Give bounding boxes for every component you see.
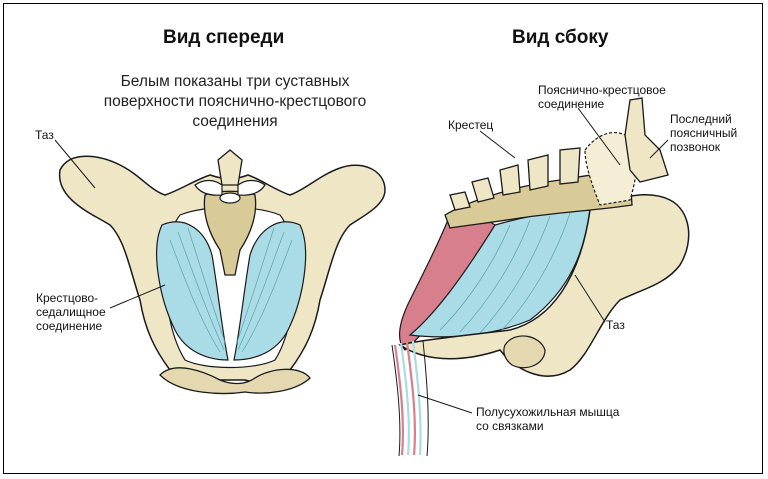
side-view-title: Вид сбоку xyxy=(512,27,609,48)
front-ischium xyxy=(159,367,311,395)
caption: Белым показаны три суставных поверхности… xyxy=(103,73,367,130)
front-vertebra xyxy=(217,149,243,186)
front-articular-surface-left xyxy=(194,179,223,196)
label-semitendinosus: Полусухожильная мышца со связками xyxy=(476,405,620,433)
front-left-ligament xyxy=(156,221,229,361)
front-sacrum xyxy=(203,190,257,276)
label-sacrum: Крестец xyxy=(448,118,494,132)
label-last-lumbar-vertebra: Последний поясничный позвонок xyxy=(670,112,738,154)
side-pelvis-bone xyxy=(398,194,690,377)
front-articular-surface-right xyxy=(237,179,266,196)
side-ischium xyxy=(503,335,546,369)
front-view-pelvis xyxy=(59,149,386,395)
side-view-pelvis xyxy=(391,97,690,457)
front-articular-surface-center xyxy=(219,192,241,204)
label-pelvis-front: Таз xyxy=(35,128,54,142)
label-pelvis-side: Таз xyxy=(606,318,625,332)
label-sacroischial-joint: Крестцово-седалищное соединение xyxy=(36,291,106,333)
front-view-title: Вид спереди xyxy=(163,27,285,48)
leader-lines xyxy=(54,107,669,414)
front-right-ligament xyxy=(233,221,307,361)
side-lumbosacral-joint xyxy=(584,132,638,206)
label-lumbosacral-joint: Пояснично-крестцовое соединение xyxy=(538,83,666,111)
side-last-lumbar-vertebra xyxy=(624,97,669,183)
